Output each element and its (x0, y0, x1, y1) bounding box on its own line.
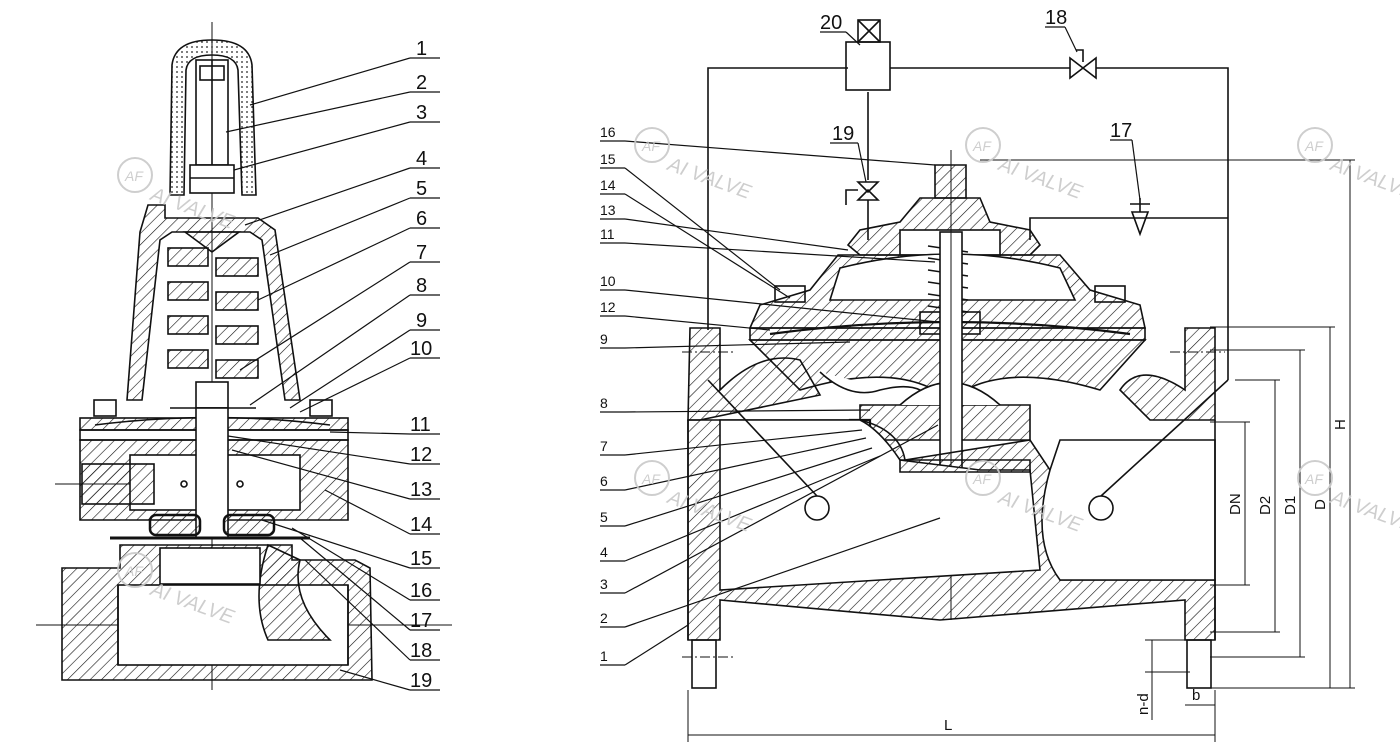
right-callout-15: 15 (600, 151, 616, 167)
left-callout-13: 13 (410, 479, 432, 501)
left-callout-6: 6 (416, 208, 427, 230)
strainer-17 (1130, 211, 1150, 237)
left-seal (148, 513, 202, 537)
left-callout-leaders (225, 57, 440, 691)
left-cap (169, 39, 257, 196)
left-bolt (309, 399, 333, 417)
right-callout-7: 7 (600, 438, 608, 454)
watermark-logo: AF (972, 471, 992, 487)
right-callout-9: 9 (600, 331, 608, 347)
right-callout-16: 16 (600, 124, 616, 140)
cover-bolt (1094, 285, 1126, 303)
left-seal (222, 513, 276, 537)
left-callout-11: 11 (410, 414, 431, 436)
right-callout-leaders (600, 26, 1141, 666)
left-callout-12: 12 (410, 444, 432, 466)
right-callout-11: 11 (600, 226, 615, 242)
right-callout-20: 20 (820, 12, 842, 34)
ball-valve-18 (1069, 56, 1097, 80)
right-callout-3: 3 (600, 576, 608, 592)
watermark-logo: AF (1304, 471, 1324, 487)
watermark-logo: AF (1304, 138, 1324, 154)
left-valve-drawing (36, 22, 452, 690)
body-left-flange (687, 327, 822, 421)
left-callouts: 1 2 3 4 5 6 7 8 9 10 11 12 13 14 15 16 1… (410, 38, 432, 692)
dim-dn: DN (1227, 493, 1244, 515)
right-callout-19: 19 (832, 123, 854, 145)
left-callout-14: 14 (410, 514, 432, 536)
right-callout-8: 8 (600, 395, 608, 411)
watermark-text: AI VALVE (1327, 153, 1400, 204)
solenoid-valve (845, 41, 891, 91)
left-bonnet (126, 204, 301, 401)
right-callout-14: 14 (600, 177, 616, 193)
left-stem (195, 407, 229, 539)
pilot-pipe-top (707, 67, 1229, 380)
dim-nd: n-d (1135, 693, 1152, 715)
right-callout-1: 1 (600, 648, 608, 664)
left-callout-1: 1 (416, 38, 427, 60)
dim-d1: D1 (1282, 496, 1299, 515)
right-callout-4: 4 (600, 544, 608, 560)
left-callout-15: 15 (410, 548, 432, 570)
left-callout-3: 3 (416, 102, 427, 124)
left-callout-7: 7 (416, 242, 427, 264)
dim-h: H (1332, 419, 1349, 430)
dimension-lines (687, 159, 1355, 742)
left-bolt (93, 399, 117, 417)
watermark-text: AI VALVE (1327, 486, 1400, 537)
left-callout-8: 8 (416, 275, 427, 297)
left-callout-17: 17 (410, 610, 432, 632)
right-callout-12: 12 (600, 299, 616, 315)
right-callout-6: 6 (600, 473, 608, 489)
cover-bolt (774, 285, 806, 303)
watermark-text: AI VALVE (995, 153, 1086, 204)
right-callout-13: 13 (600, 202, 616, 218)
left-callout-9: 9 (416, 310, 427, 332)
needle-valve-19 (856, 181, 880, 201)
watermark-logo: AF (641, 138, 661, 154)
right-callout-10: 10 (600, 273, 616, 289)
watermark-logo: AF (124, 563, 144, 579)
left-spring (167, 247, 259, 379)
left-callout-10: 10 (410, 338, 432, 360)
right-callouts: 16 15 14 13 11 10 12 9 8 7 6 5 4 3 2 1 2… (600, 7, 1132, 664)
dimension-labels: DN D2 D1 D H L b n-d (944, 419, 1349, 734)
body-right-flange (1118, 327, 1216, 421)
dim-b: b (1192, 687, 1200, 704)
right-valve-drawing (682, 19, 1229, 689)
dim-d2: D2 (1257, 496, 1274, 515)
dim-l: L (944, 717, 952, 734)
left-callout-2: 2 (416, 72, 427, 94)
right-callout-2: 2 (600, 610, 608, 626)
dim-d: D (1312, 499, 1329, 510)
watermark-text: AI VALVE (664, 153, 755, 204)
left-callout-19: 19 (410, 670, 432, 692)
watermark-logo: AF (972, 138, 992, 154)
left-callout-18: 18 (410, 640, 432, 662)
watermark-logo: AF (641, 471, 661, 487)
right-callout-18: 18 (1045, 7, 1067, 29)
left-nut (189, 164, 235, 194)
watermark-logo: AF (124, 168, 144, 184)
right-callout-5: 5 (600, 509, 608, 525)
left-callout-5: 5 (416, 178, 427, 200)
left-callout-4: 4 (416, 148, 427, 170)
right-callout-17: 17 (1110, 120, 1132, 142)
left-callout-16: 16 (410, 580, 432, 602)
